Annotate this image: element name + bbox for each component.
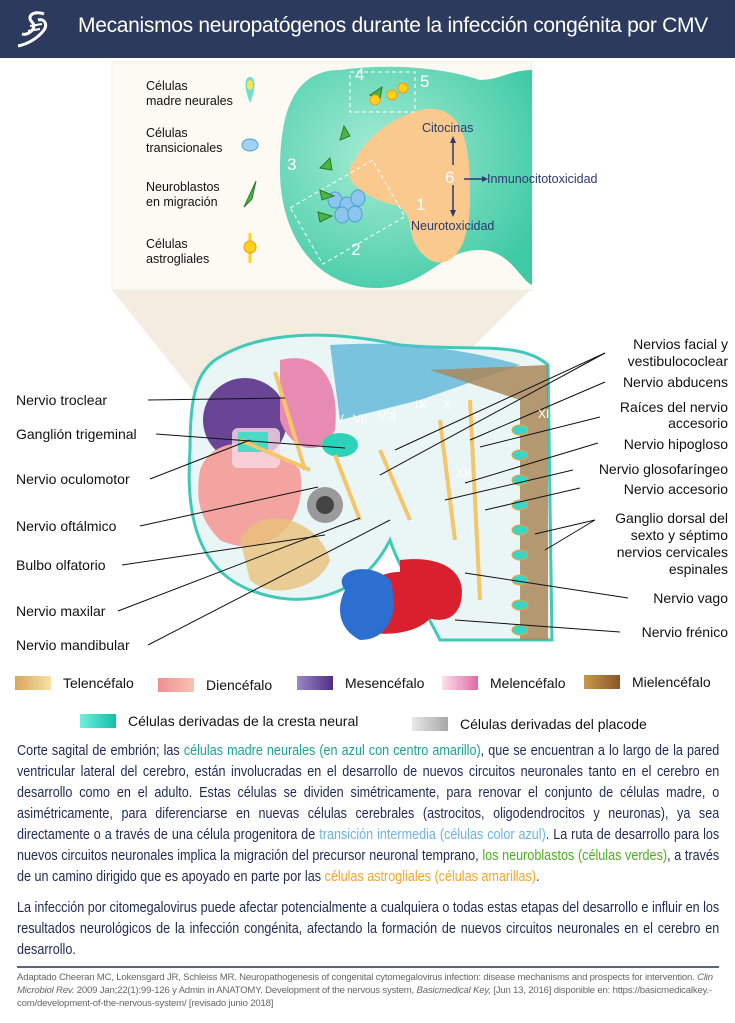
label-nervio-glosofaringeo: Nervio glosofaríngeo <box>598 461 728 477</box>
label-nervio-mandibular: Nervio mandibular <box>16 637 130 653</box>
inset-legend-icons <box>241 77 259 263</box>
numeral-xi: XI <box>538 407 550 421</box>
legend-placode: Células derivadas del placode <box>412 716 647 732</box>
page-title: Mecanismos neuropatógenos durante la inf… <box>78 14 708 37</box>
citocinas-label: Citocinas <box>422 121 474 135</box>
stage-4: 4 <box>355 65 365 84</box>
legend-mielencefalo: Mielencéfalo <box>584 674 711 690</box>
label-nervio-hipogloso: Nervio hipogloso <box>623 436 728 452</box>
label-bulbo-olfatorio: Bulbo olfatorio <box>16 557 106 573</box>
stage-2: 2 <box>351 240 361 259</box>
text-section: Corte sagital de embrión; las células ma… <box>17 740 719 1010</box>
logo-icon <box>17 11 48 48</box>
label-nervio-abducens: Nervio abducens <box>622 374 728 390</box>
legend-telencefalo: Telencéfalo <box>15 675 134 691</box>
numeral-xii: XII <box>456 466 471 480</box>
header-bar: Mecanismos neuropatógenos durante la inf… <box>0 0 735 58</box>
legend-diencefalo: Diencéfalo <box>158 677 272 693</box>
label-nervio-oculomotor: Nervio oculomotor <box>16 471 130 487</box>
legend-mesencefalo: Mesencéfalo <box>297 675 424 691</box>
astroglial-cell-icon <box>243 240 257 254</box>
description-paragraph: Corte sagital de embrión; las células ma… <box>17 742 719 885</box>
label-nervio-troclear: Nervio troclear <box>16 392 108 408</box>
numeral-ix: IX <box>415 398 427 412</box>
stage-1: 1 <box>416 195 426 214</box>
stage-6: 6 <box>445 168 455 187</box>
divider <box>17 966 719 968</box>
stage-3: 3 <box>287 155 297 174</box>
neuroblast-icon <box>243 180 257 208</box>
neurotoxicidad-label: Neurotoxicidad <box>411 219 495 233</box>
numeral-vii: VII <box>353 412 368 426</box>
label-ganglion-trigeminal: Ganglión trigeminal <box>16 426 137 442</box>
label-nervio-frenico: Nervio frénico <box>641 624 728 640</box>
ventricle-lumen <box>349 108 470 263</box>
label-nervio-maxilar: Nervio maxilar <box>16 603 106 619</box>
legend-cresta-neural: Células derivadas de la cresta neural <box>80 713 358 729</box>
label-nervio-vago: Nervio vago <box>653 590 728 606</box>
label-nervio-oftalmico: Nervio oftálmico <box>16 518 117 534</box>
numeral-viii: VIII <box>378 409 397 423</box>
citation: Adaptado Cheeran MC, Lokensgard JR, Schl… <box>17 972 713 1009</box>
transitional-cell-icon <box>241 138 259 152</box>
label-nervio-accesorio: Nervio accesorio <box>623 481 728 497</box>
embryo-diagram <box>111 61 629 646</box>
stage-5: 5 <box>420 72 430 91</box>
numeral-v: V <box>336 412 345 426</box>
infection-paragraph: La infección por citomegalovirus puede a… <box>17 899 719 958</box>
legend-melencefalo: Melencéfalo <box>442 675 566 691</box>
numeral-x: X <box>443 398 452 412</box>
inmunocitotoxicidad-label: Inmunocitotoxicidad <box>487 172 598 186</box>
arrows-icon <box>450 136 488 217</box>
